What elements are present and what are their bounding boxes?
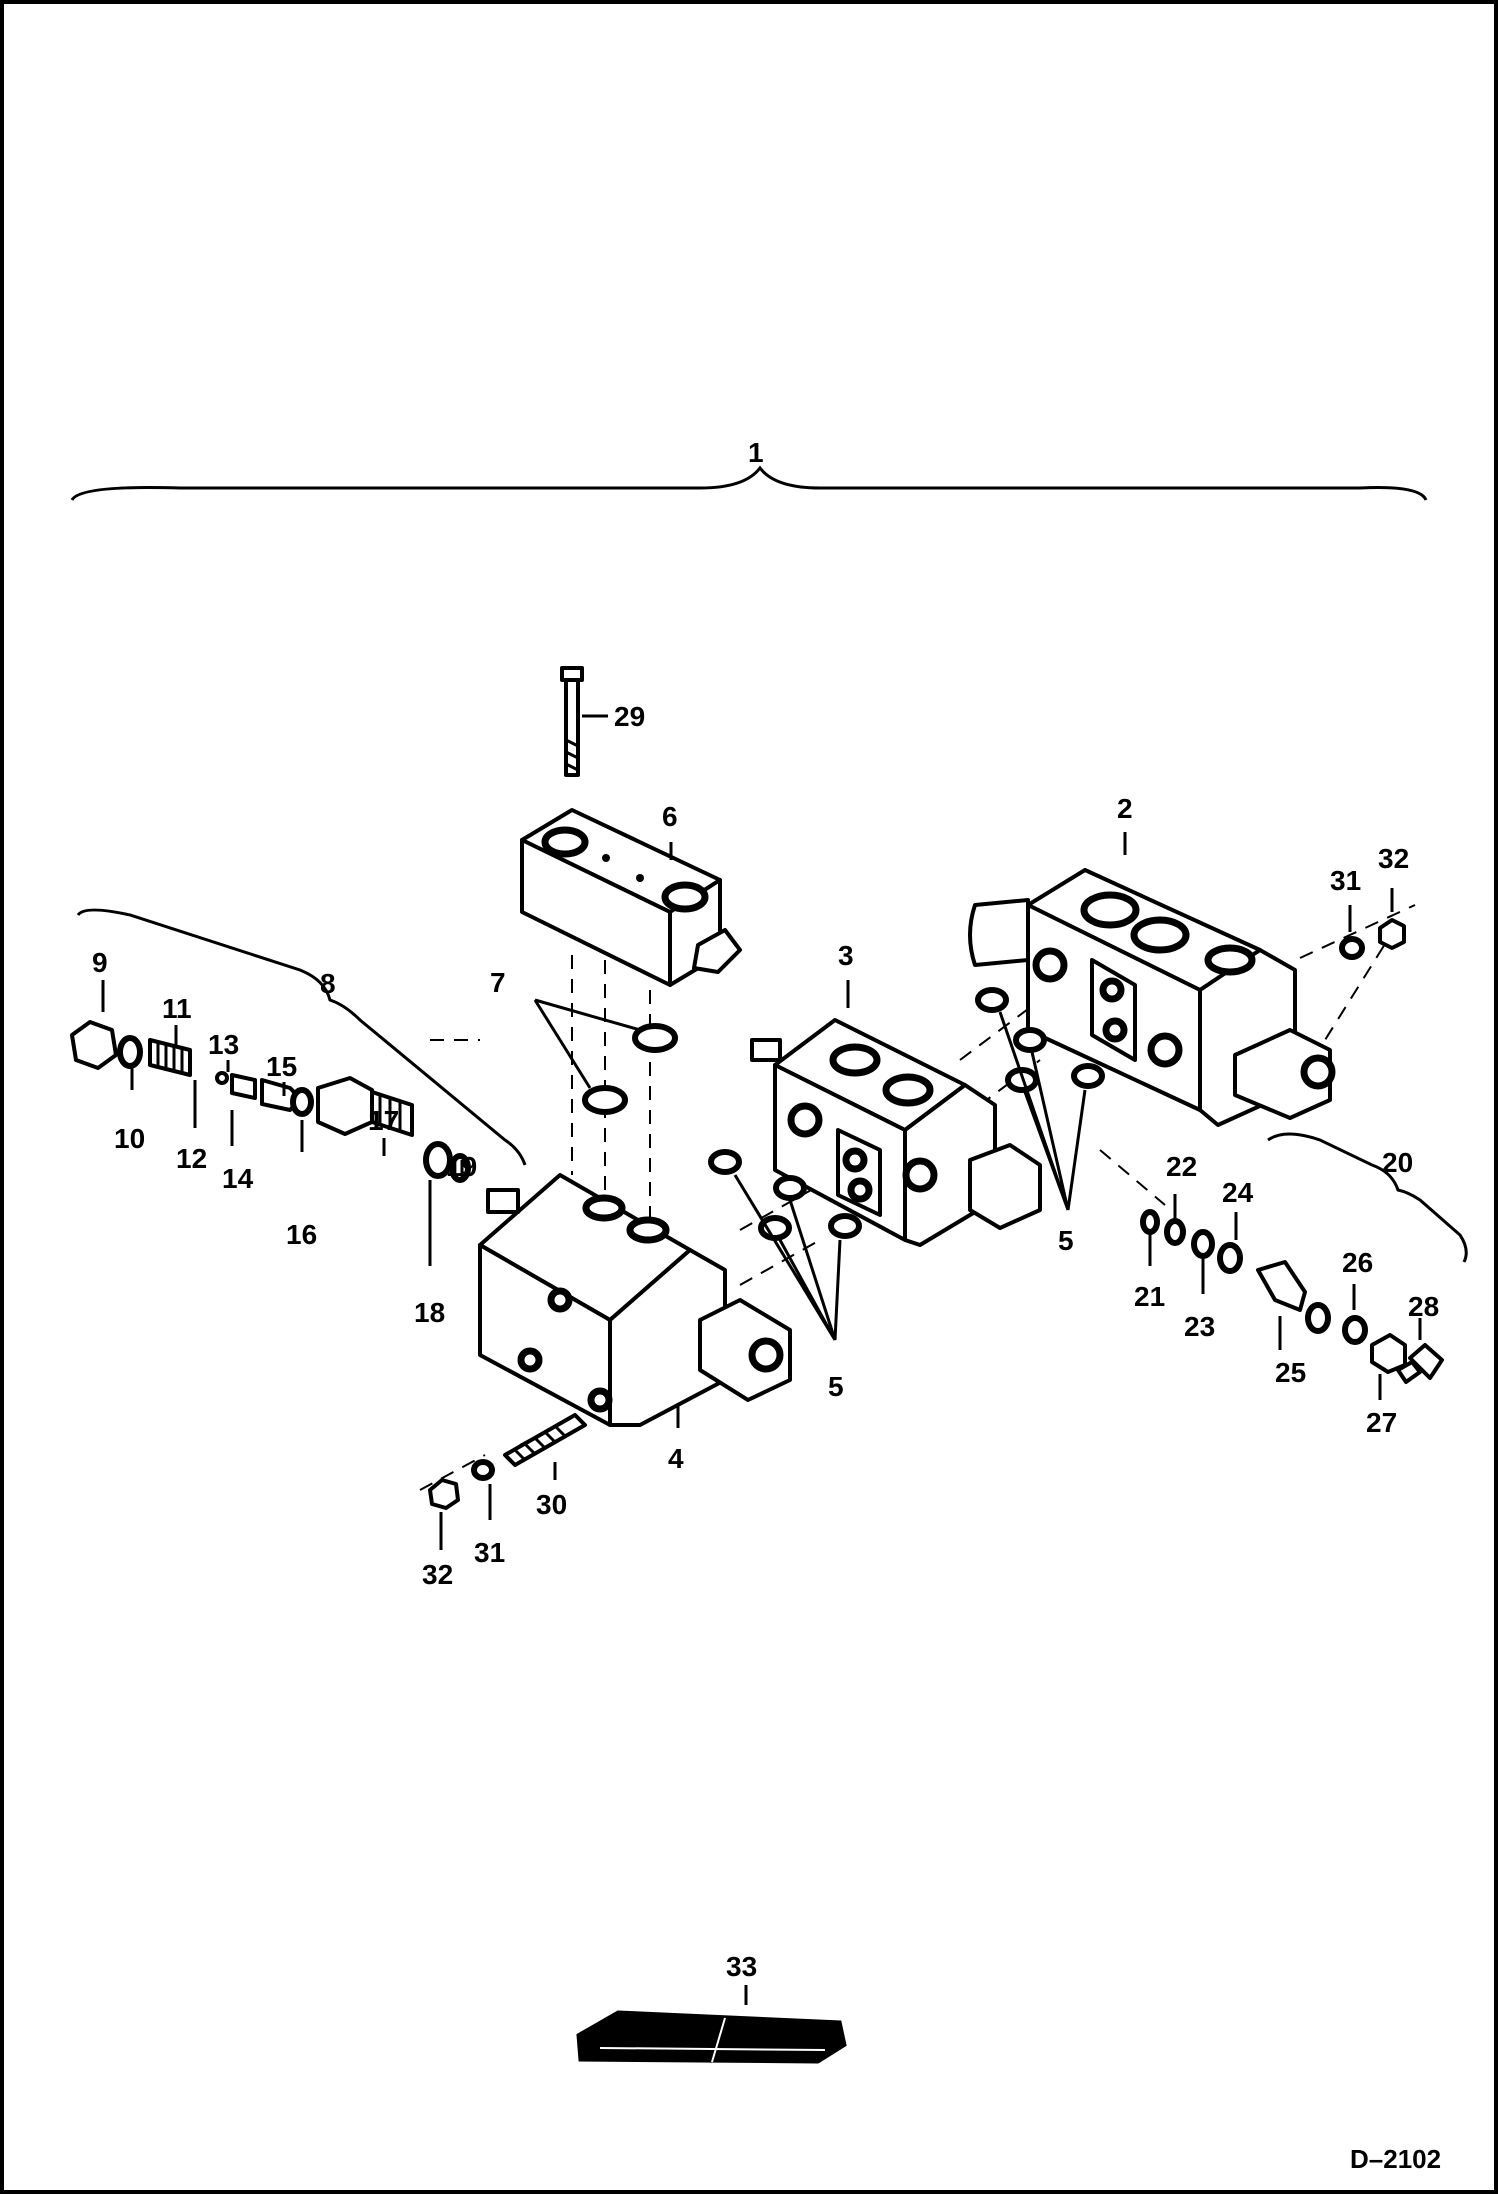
leader-lines [101, 714, 1422, 2005]
callout-18: 18 [414, 1297, 445, 1328]
callout-26: 26 [1342, 1247, 1373, 1278]
callout-1: 1 [748, 437, 764, 468]
callout-30: 30 [536, 1489, 567, 1520]
callout-9: 9 [92, 947, 108, 978]
callout-33: 33 [726, 1951, 757, 1982]
callout-5-right: 5 [1058, 1225, 1074, 1256]
callout-5-left: 5 [828, 1371, 844, 1402]
callout-19: 19 [446, 1151, 477, 1182]
brace-relief-group-8 [76, 908, 527, 1166]
callout-22: 22 [1166, 1151, 1197, 1182]
callout-32-bottom: 32 [422, 1559, 453, 1590]
callout-31-bottom: 31 [474, 1537, 505, 1568]
callout-31-top: 31 [1330, 865, 1361, 896]
gasket-part-33 [576, 2010, 847, 2064]
port-fitting-parts [1140, 1209, 1444, 1384]
callout-labels: 1 29 6 2 31 32 3 7 8 9 11 13 15 17 19 10… [92, 437, 1441, 2174]
washer-nut-top-right [1299, 904, 1416, 960]
callout-3: 3 [838, 940, 854, 971]
callout-8: 8 [320, 968, 336, 999]
callout-15: 15 [266, 1051, 297, 1082]
callout-12: 12 [176, 1143, 207, 1174]
callout-24: 24 [1222, 1177, 1254, 1208]
callout-20: 20 [1382, 1147, 1413, 1178]
callout-10: 10 [114, 1123, 145, 1154]
figure-id: D–2102 [1350, 2144, 1441, 2174]
bolt-part-29 [560, 666, 584, 777]
callout-2: 2 [1117, 793, 1133, 824]
callout-21: 21 [1134, 1281, 1165, 1312]
callout-11: 11 [162, 993, 192, 1024]
manifold-block-part-6 [520, 808, 742, 987]
callout-17: 17 [368, 1105, 399, 1136]
spool-section-part-3 [750, 1018, 1042, 1247]
callout-14: 14 [222, 1163, 254, 1194]
brace-port-group-20 [1267, 1132, 1468, 1263]
inlet-section-part-4 [478, 1173, 792, 1427]
relief-valve-parts [70, 1020, 471, 1183]
callout-25: 25 [1275, 1357, 1306, 1388]
callout-7: 7 [490, 967, 506, 998]
callout-16: 16 [286, 1219, 317, 1250]
callout-28: 28 [1408, 1291, 1439, 1322]
callout-23: 23 [1184, 1311, 1215, 1342]
tie-rod-assembly-bottom [428, 1413, 587, 1510]
callout-4: 4 [668, 1443, 684, 1474]
callout-13: 13 [208, 1029, 239, 1060]
callout-29: 29 [614, 701, 645, 732]
section-o-rings-part-5 [708, 987, 1105, 1341]
o-rings-part-7 [533, 998, 678, 1115]
callout-6: 6 [662, 801, 678, 832]
brace-assembly-1 [70, 465, 1428, 501]
callout-32-top: 32 [1378, 843, 1409, 874]
callout-27: 27 [1366, 1407, 1397, 1438]
outlet-section-part-2 [968, 868, 1336, 1127]
